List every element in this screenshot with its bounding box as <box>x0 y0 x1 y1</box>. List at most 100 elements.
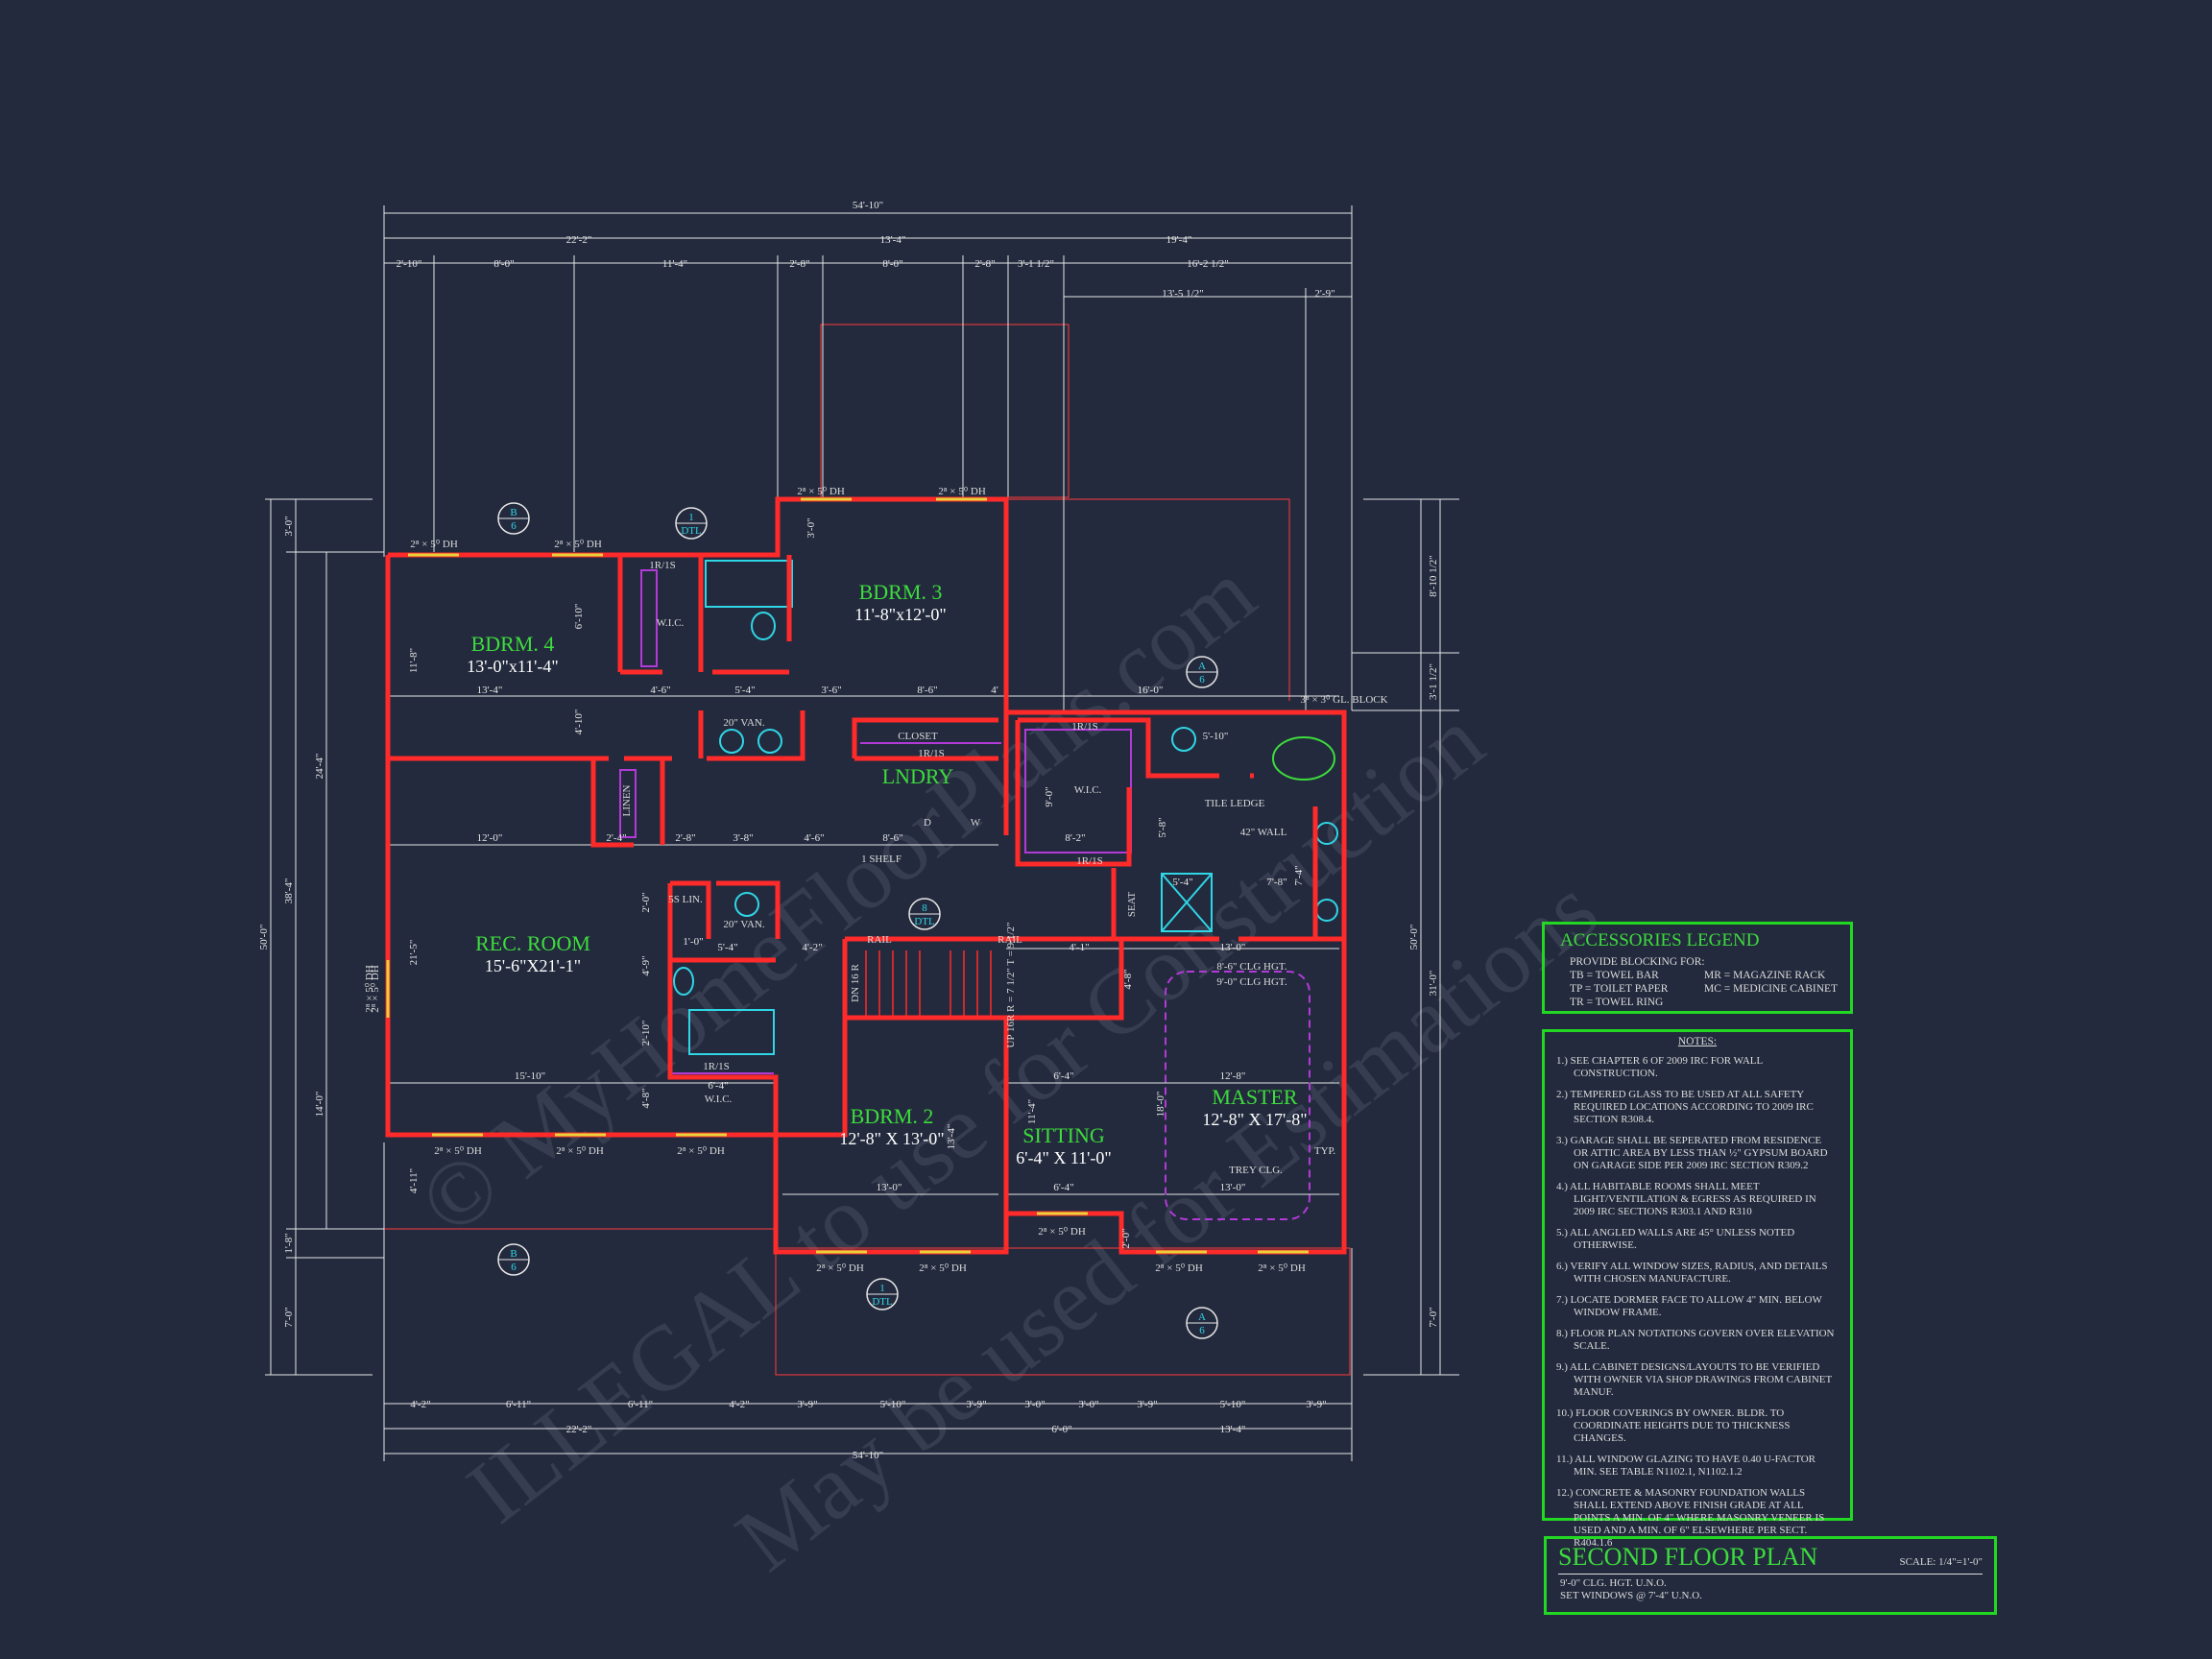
dim-left: 3'-0" <box>283 516 295 536</box>
marker-top: 1 <box>688 512 694 523</box>
int-dim: 5'-8" <box>1157 817 1168 837</box>
legend-item: MC = MEDICINE CABINET <box>1704 983 1839 995</box>
linen-closet-label: 5S LIN. <box>668 894 703 905</box>
int-dim: 13'-4" <box>946 1124 957 1150</box>
marker-bottom: DTL <box>914 916 935 927</box>
room-name-sitting: SITTING <box>1022 1123 1105 1147</box>
sheet-note: SET WINDOWS @ 7'-4" U.N.O. <box>1560 1590 1702 1601</box>
int-dim: 16'-0" <box>1138 685 1164 696</box>
ceiling-height-label: 8'-6" CLG HGT. <box>1216 961 1286 973</box>
legend-grid: TB = TOWEL BAR MR = MAGAZINE RACK TP = T… <box>1570 969 1850 1009</box>
misc-labels: W.I.C. W.I.C. W.I.C. 20" VAN. 20" VAN. C… <box>621 560 1335 1176</box>
int-dim: 3'-8" <box>733 832 753 844</box>
int-dim: 7'-8" <box>1266 877 1286 888</box>
int-dim: 12'-8" <box>1220 1070 1246 1082</box>
dim-top: 2'-8" <box>789 258 809 270</box>
legend-item: TP = TOILET PAPER <box>1570 983 1669 995</box>
int-dim: 6'-10" <box>573 604 585 630</box>
ceiling-height-label: 9'-0" CLG HGT. <box>1216 976 1286 988</box>
dim-bottom: 3'-9" <box>1306 1399 1326 1410</box>
int-dim: 2'-0" <box>1120 1228 1132 1248</box>
wic-label: W.I.C. <box>1074 784 1102 796</box>
dim-bottom: 3'-9" <box>797 1399 817 1410</box>
section-markers: B 6 1 DTL A 6 B 6 1 DTL <box>497 502 1218 1339</box>
dim-right: 3'-1 1/2" <box>1428 663 1439 700</box>
window-label: 2⁸ × 5⁰ DH <box>797 486 845 497</box>
int-dim: 3'-6" <box>821 685 841 696</box>
dim-top: 19'-4" <box>1166 234 1192 246</box>
section-marker: 1 DTL <box>866 1278 899 1310</box>
int-dim: 4'-6" <box>650 685 670 696</box>
int-dim: 13'-0" <box>1220 1182 1246 1193</box>
shelf-label: 1R/1S <box>918 748 945 759</box>
window-label: 2⁸ × 5⁰ DH <box>919 1262 967 1274</box>
window-label: 2⁸ × 5⁰ DH <box>1258 1262 1306 1274</box>
window-label: 2⁸ × 5⁰ DH <box>554 539 602 550</box>
room-size-bdrm3: 11'-8"x12'-0" <box>854 605 947 624</box>
notes-panel: NOTES: 1.) SEE CHAPTER 6 OF 2009 IRC FOR… <box>1542 1029 1853 1549</box>
marker-top: B <box>510 507 517 518</box>
section-marker: 8 DTL <box>908 898 941 930</box>
int-dim: 15'-10" <box>515 1070 545 1082</box>
washer-label: W <box>971 817 981 829</box>
int-dim: 7'-4" <box>1293 865 1305 885</box>
dim-overall-top: 54'-10" <box>853 200 883 211</box>
dim-bottom: 3'-9" <box>1137 1399 1157 1410</box>
int-dim: 4'-1" <box>1069 942 1089 953</box>
int-dim: 2'-0" <box>640 892 652 912</box>
section-marker: A 6 <box>1186 1307 1218 1339</box>
closet-label: CLOSET <box>898 731 938 742</box>
dim-top: 22'-2" <box>566 234 592 246</box>
note-item: 4.) ALL HABITABLE ROOMS SHALL MEET LIGHT… <box>1556 1181 1816 1217</box>
title-divider <box>1558 1574 1983 1575</box>
note-item: 7.) LOCATE DORMER FACE TO ALLOW 4" MIN. … <box>1556 1294 1822 1318</box>
shelf-label: 1R/1S <box>1071 721 1098 733</box>
sheet-title: SECOND FLOOR PLAN <box>1558 1543 1818 1571</box>
int-dim: 8'-2" <box>1065 832 1085 844</box>
dim-top: 11'-4" <box>662 258 687 270</box>
room-name-laundry: LNDRY <box>882 764 954 788</box>
shelf-label: 1R/1S <box>1076 855 1103 867</box>
int-dim: 2'-4" <box>606 832 626 844</box>
dimension-text: 54'-10" 22'-2" 13'-4" 19'-4" 2'-10" 8'-0… <box>258 200 1439 1461</box>
room-size-sitting: 6'-4" X 11'-0" <box>1016 1148 1112 1167</box>
marker-top: 1 <box>879 1283 885 1294</box>
int-dim: 6'-4" <box>1053 1070 1073 1082</box>
notes-title: NOTES: <box>1677 1036 1718 1047</box>
sheet-scale: SCALE: 1/4"=1'-0" <box>1899 1556 1983 1568</box>
dim-left: 14'-0" <box>314 1092 325 1118</box>
note-item: 6.) VERIFY ALL WINDOW SIZES, RADIUS, AND… <box>1556 1261 1828 1285</box>
int-dim: 4'-8" <box>640 1088 652 1108</box>
dim-right: 50'-0" <box>1408 925 1420 950</box>
int-dim: 4'-10" <box>573 709 585 735</box>
dim-right: 8'-10 1/2" <box>1428 555 1439 596</box>
dim-left: 7'-0" <box>283 1307 295 1327</box>
vanity-label: 20" VAN. <box>723 717 764 729</box>
int-dim: 18'-0" <box>1155 1092 1166 1118</box>
walls <box>385 496 1347 1255</box>
stair-down-label: DN 16 R <box>850 963 861 1001</box>
legend-item: TR = TOWEL RING <box>1570 997 1664 1008</box>
glass-block-label: 3⁸ × 3⁰ GL. BLOCK <box>1300 694 1387 706</box>
int-dim: 5'-10" <box>1203 731 1229 742</box>
dim-top: 2'-9" <box>1314 288 1334 300</box>
int-dim: 8'-6" <box>917 685 937 696</box>
dim-top: 8'-0" <box>882 258 902 270</box>
marker-top: A <box>1198 661 1206 672</box>
room-name-rec-room: REC. ROOM <box>475 931 590 955</box>
int-dim: 6'-4" <box>708 1080 728 1092</box>
int-dim: 5'-4" <box>734 685 755 696</box>
room-name-bdrm4: BDRM. 4 <box>471 632 555 656</box>
bath-fixtures <box>673 560 1338 1055</box>
int-dim: 8'-6" <box>882 832 902 844</box>
dim-bottom: 6'-0" <box>1051 1424 1071 1435</box>
legend-item: TB = TOWEL BAR <box>1570 970 1659 981</box>
window-label: 2⁸ × 5⁰ DH <box>816 1262 864 1274</box>
dimension-lines <box>265 205 1459 1461</box>
section-marker: B 6 <box>497 1243 530 1276</box>
typ-label: TYP. <box>1314 1145 1336 1157</box>
section-marker: B 6 <box>497 502 530 535</box>
dim-bottom: 4'-2" <box>729 1399 749 1410</box>
dim-bottom: 3'-0" <box>1024 1399 1045 1410</box>
